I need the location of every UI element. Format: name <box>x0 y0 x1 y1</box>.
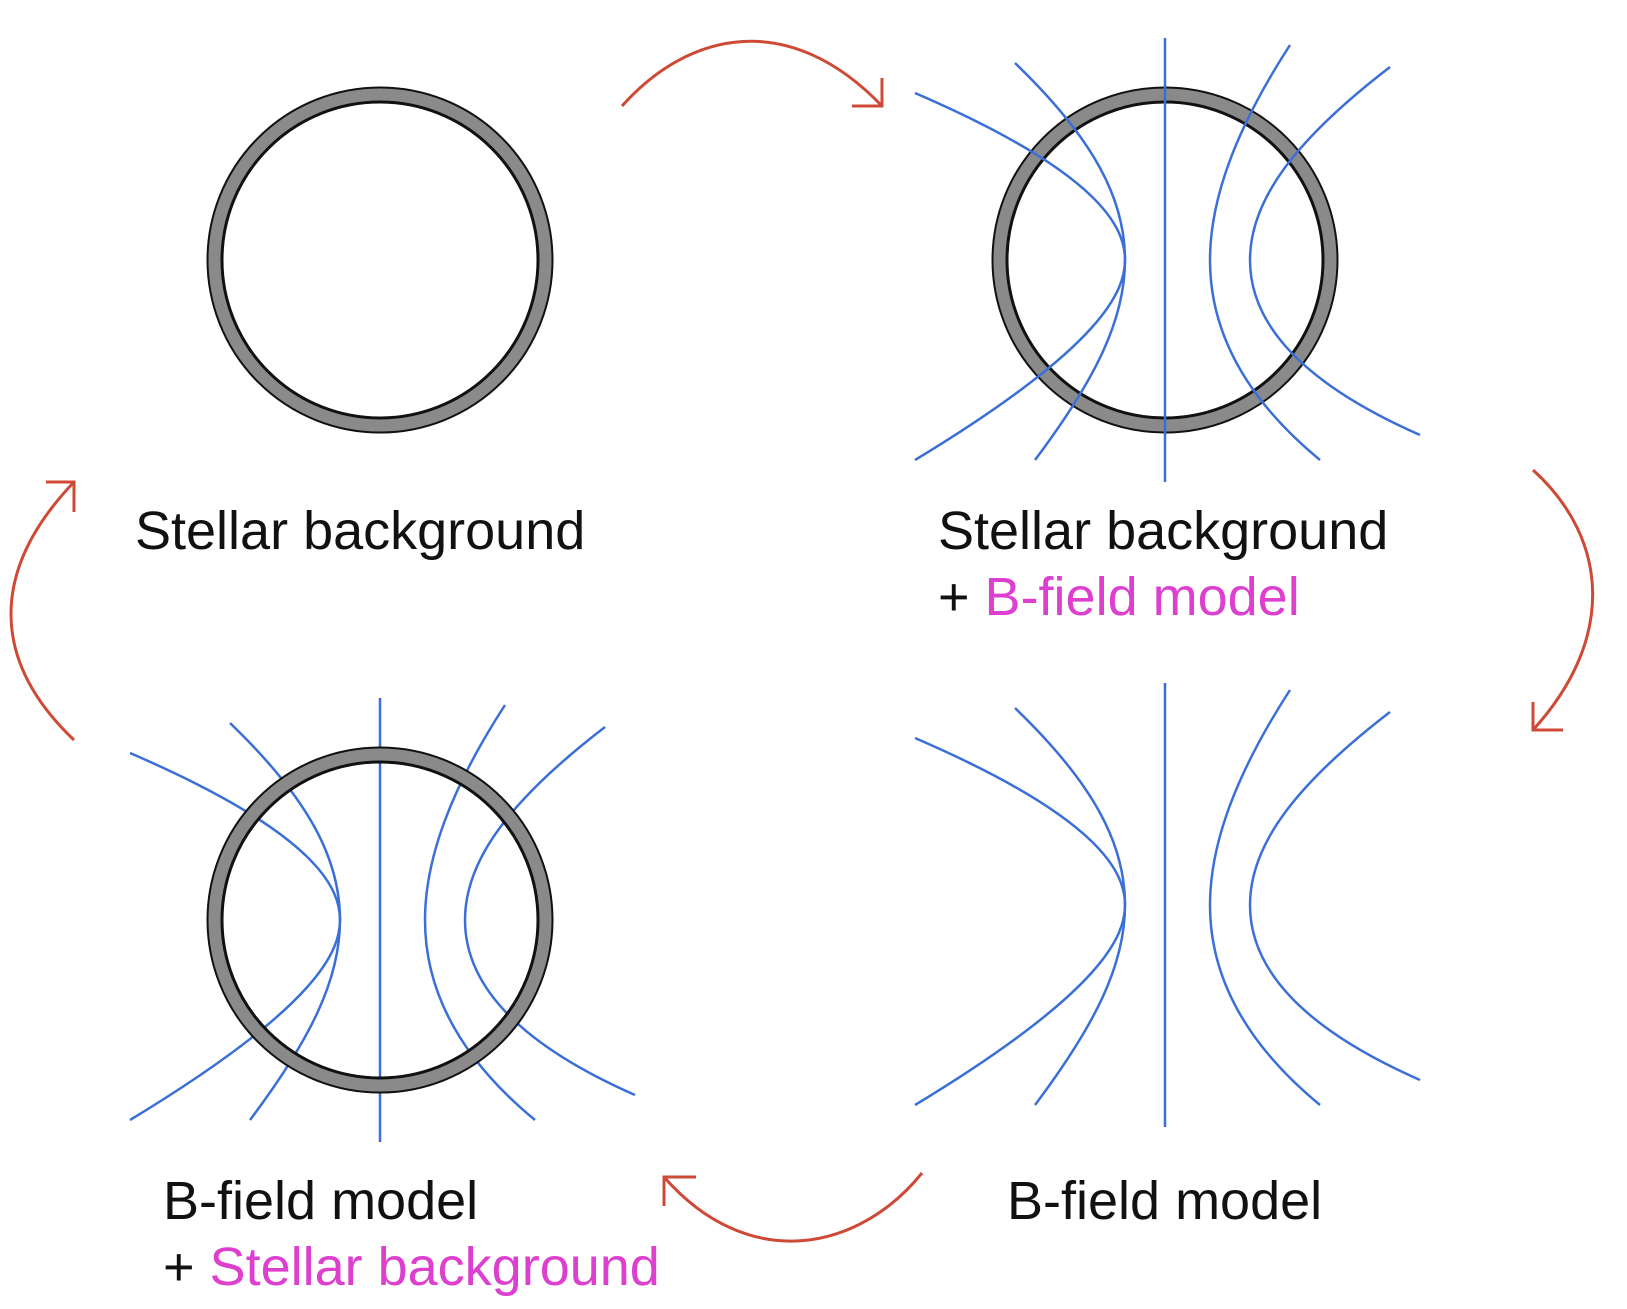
star-top-left <box>208 88 552 432</box>
label-top-right-line1: Stellar background <box>938 501 1389 561</box>
label-bottom-right: B-field model <box>1007 1168 1322 1234</box>
field-lines-bottom-right <box>913 681 1422 1129</box>
label-bottom-right-line1: B-field model <box>1007 1171 1323 1231</box>
label-bottom-left-line1: B-field model <box>163 1171 479 1231</box>
label-top-right-highlight: B-field model <box>984 567 1300 627</box>
arrow-left <box>9 480 76 742</box>
label-bottom-left: B-field model + Stellar background <box>163 1168 660 1300</box>
label-bottom-left-highlight: Stellar background <box>209 1237 660 1297</box>
arrow-top <box>620 39 884 108</box>
arrow-bottom <box>662 1172 924 1243</box>
label-top-right-plus: + <box>938 567 985 627</box>
label-top-left: Stellar background <box>135 498 585 564</box>
star-bottom-left <box>206 746 554 1094</box>
label-bottom-left-plus: + <box>163 1237 210 1297</box>
label-top-left-line1: Stellar background <box>135 501 586 561</box>
field-lines-bottom-left <box>128 696 637 1144</box>
arrow-right <box>1531 468 1595 732</box>
label-top-right: Stellar background + B-field model <box>938 498 1388 630</box>
